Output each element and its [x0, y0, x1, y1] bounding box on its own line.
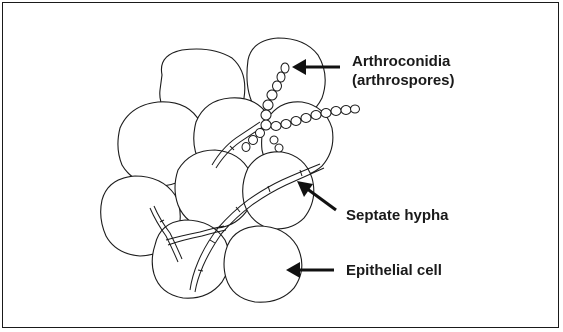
arthroconidium	[311, 111, 321, 120]
arthroconidia-label: Arthroconidia (arthrospores)	[352, 52, 455, 90]
epithelial-cell-outline	[224, 226, 302, 302]
arthroconidium	[321, 109, 331, 118]
arthroconidium	[275, 144, 283, 152]
arthroconidium	[341, 106, 351, 115]
septate-hypha-label: Septate hypha	[346, 206, 449, 225]
arthroconidium	[281, 120, 291, 129]
epithelial-cell-label: Epithelial cell	[346, 261, 442, 280]
arthroconidium	[267, 90, 277, 100]
arthroconidium	[291, 117, 301, 126]
arthroconidium	[270, 136, 278, 144]
epithelial-cells	[101, 38, 333, 302]
arthroconidium	[249, 136, 258, 145]
arthroconidium	[242, 143, 250, 152]
arthroconidium	[263, 100, 273, 110]
arthroconidium	[331, 107, 341, 116]
arthroconidium	[281, 63, 289, 73]
arthroconidium	[301, 114, 311, 123]
arthroconidium	[351, 105, 360, 113]
arthroconidia-label-line2: (arthrospores)	[352, 71, 455, 90]
arthroconidium	[256, 129, 265, 138]
arthroconidia-label-line1: Arthroconidia	[352, 52, 455, 71]
arthroconidium	[277, 72, 285, 82]
arthroconidium	[271, 122, 281, 131]
arthroconidium	[273, 81, 282, 91]
arthroconidium	[261, 120, 271, 130]
arthroconidium	[261, 110, 271, 120]
